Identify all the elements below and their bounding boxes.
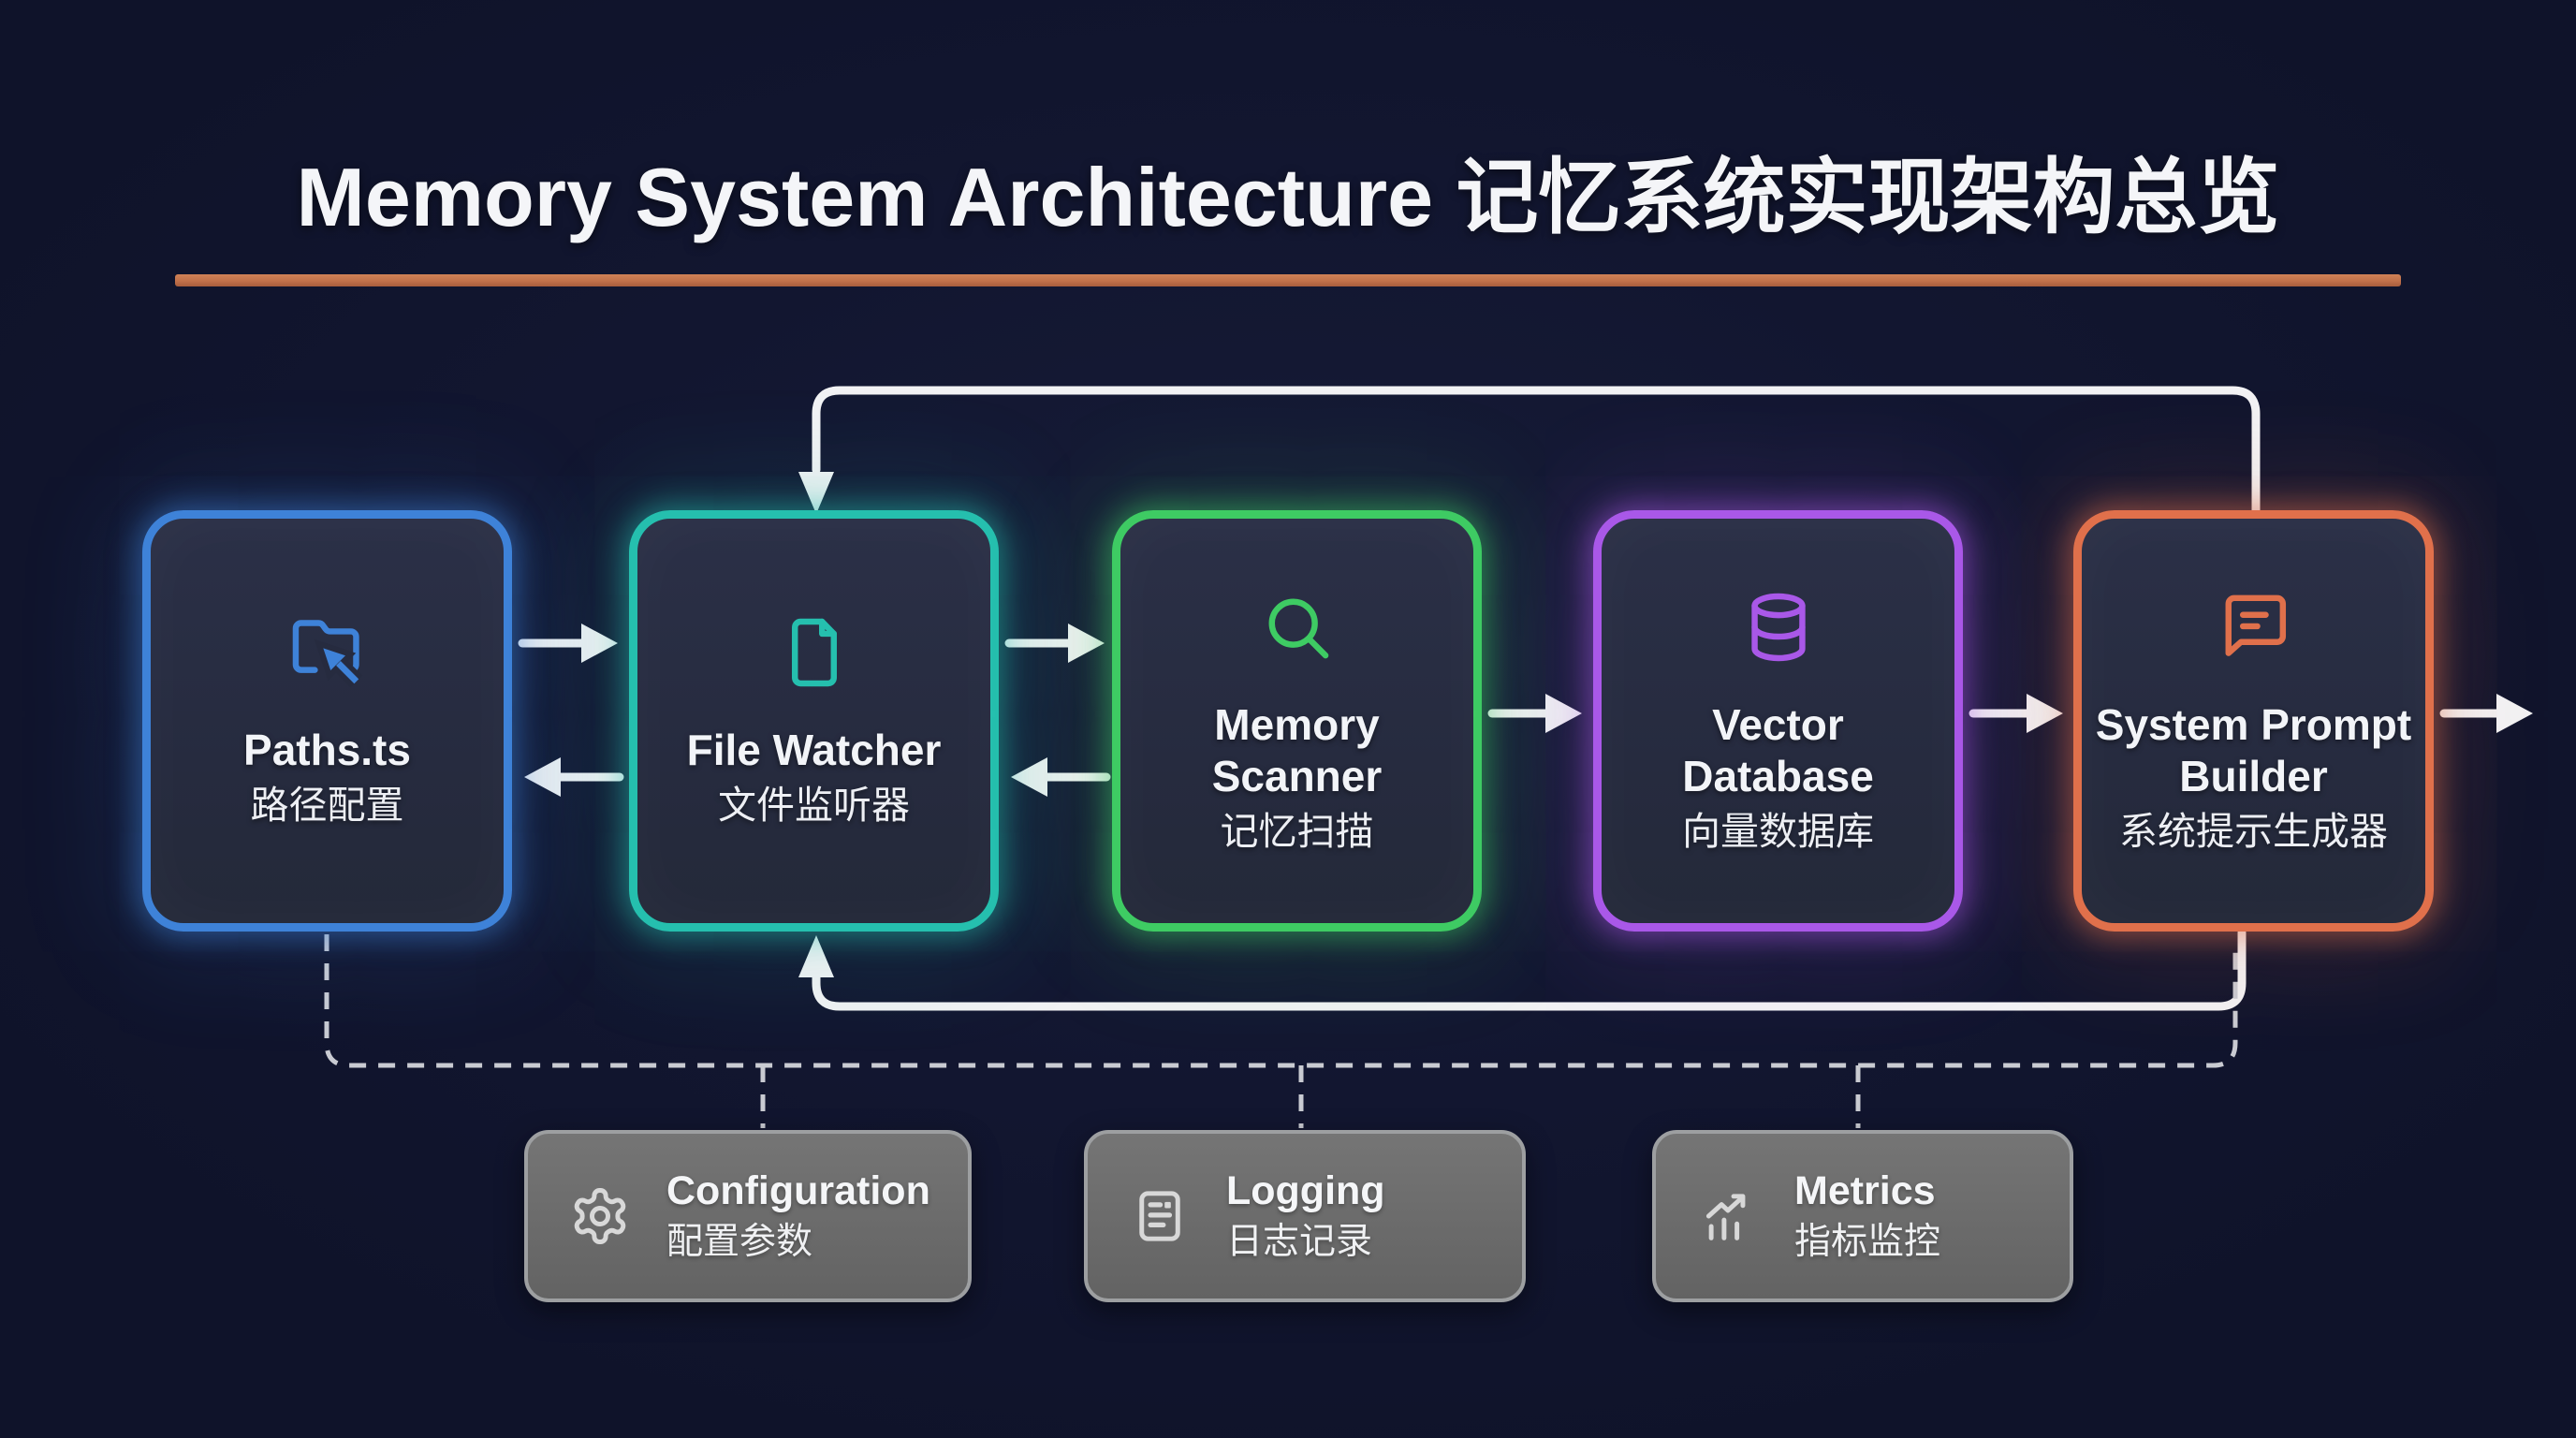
title-underline [175,274,2401,286]
node-label-en: Vector Database [1682,699,1874,800]
node-label-en: System Prompt Builder [2095,699,2412,800]
output-arrowhead [2496,694,2533,733]
node-paths-ts: Paths.ts 路径配置 [142,510,512,932]
log-file-icon [1129,1185,1191,1247]
bottom-feedback-line [812,928,2247,1011]
node-label-en: File Watcher [686,726,942,774]
file-icon [774,612,855,693]
search-icon [1257,587,1338,668]
node-label-zh: 路径配置 [250,784,404,827]
support-label-zh: 配置参数 [666,1222,813,1262]
bottom-feedback-arrowhead [798,935,834,977]
node-label-en: Memory Scanner [1211,699,1383,800]
support-label-en: Logging [1226,1168,1385,1213]
node-metrics: Metrics 指标监控 [1652,1130,2073,1302]
chat-bubble-icon [2214,587,2294,668]
support-label-en: Metrics [1794,1168,1936,1213]
node-vector-database: Vector Database 向量数据库 [1593,510,1963,932]
node-label-en: Paths.ts [243,726,411,774]
node-memory-scanner: Memory Scanner 记忆扫描 [1112,510,1482,932]
node-file-watcher: File Watcher 文件监听器 [629,510,999,932]
header: Memory System Architecture 记忆系统实现架构总览 [0,131,2576,286]
support-label-zh: 指标监控 [1794,1222,1941,1262]
database-icon [1738,587,1819,668]
node-label-zh: 向量数据库 [1682,809,1874,853]
node-label-zh: 系统提示生成器 [2119,809,2388,853]
top-feedback-line [812,386,2261,520]
support-label-en: Configuration [666,1168,930,1213]
trend-chart-icon [1697,1185,1759,1247]
node-label-zh: 记忆扫描 [1220,809,1374,853]
support-label-zh: 日志记录 [1226,1222,1373,1262]
node-label-zh: 文件监听器 [718,784,910,827]
node-logging: Logging 日志记录 [1084,1130,1526,1302]
gear-icon [569,1185,631,1247]
folder-cursor-icon [287,612,368,693]
page-title: Memory System Architecture 记忆系统实现架构总览 [296,151,2280,243]
dashed-config-bus [324,934,2238,1068]
top-feedback-arrowhead [798,472,834,514]
node-configuration: Configuration 配置参数 [524,1130,972,1302]
node-system-prompt-builder: System Prompt Builder 系统提示生成器 [2073,510,2434,932]
